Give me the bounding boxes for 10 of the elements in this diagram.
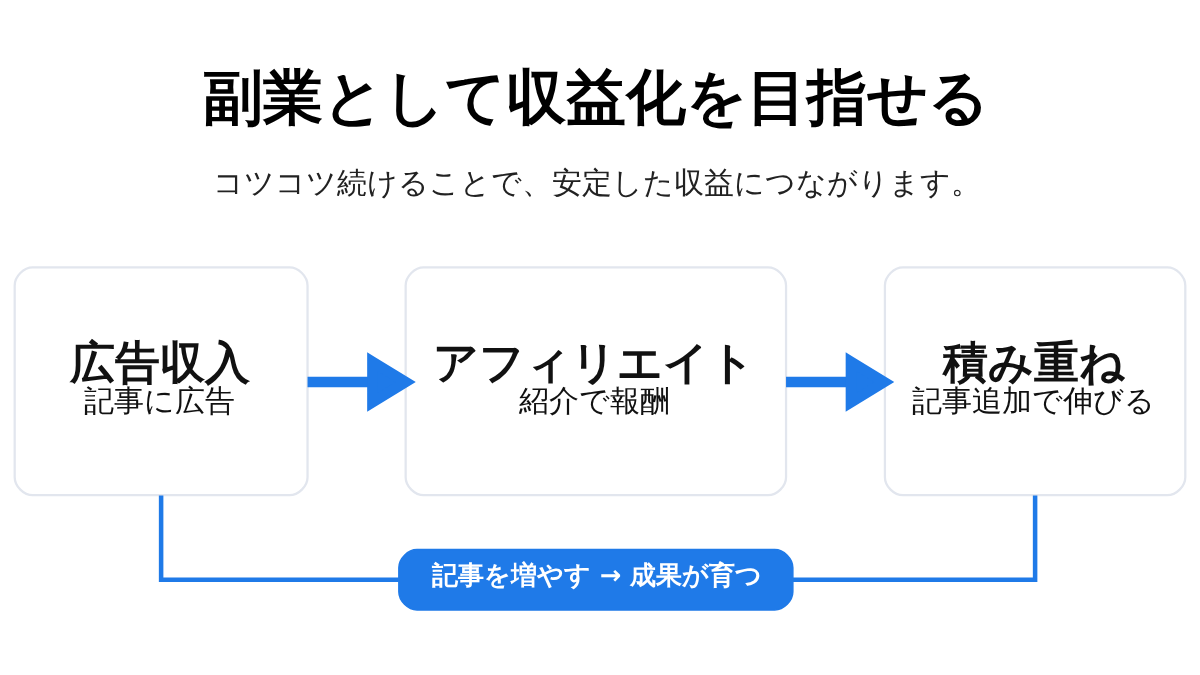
node-box: アフィリエイト 紹介で報酬 [404,266,788,497]
diagram-title: 副業として収益化を目指せる [203,61,990,132]
connector [158,495,399,583]
arrow [786,352,895,412]
arrow [307,352,416,412]
label: コツコツ続けることで、安定した収益につながります。 [213,165,982,201]
node-box: 広告収入 記事に広告 [13,266,309,497]
node-box: 積み重ね 記事追加で伸びる [883,266,1187,497]
node-box: 記事を増やす → 成果が育つ [398,548,794,611]
connector [793,495,1038,583]
